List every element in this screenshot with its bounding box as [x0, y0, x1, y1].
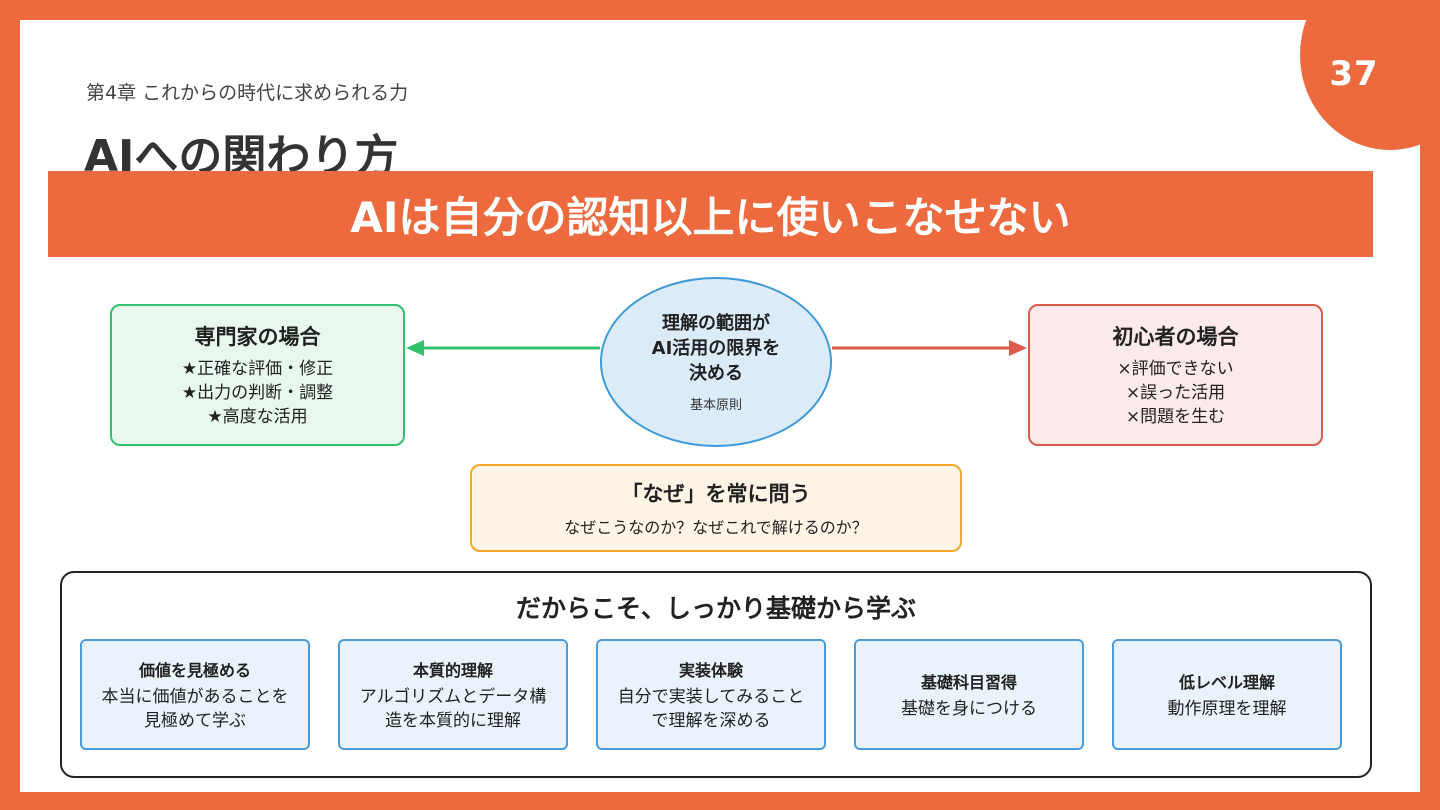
novice-case-card: 初心者の場合 ×評価できない ×誤った活用 ×問題を生む [1028, 304, 1323, 446]
basics-item-desc: アルゴリズムとデータ構 [359, 686, 547, 707]
principle-line: 決める [689, 363, 743, 384]
basics-item-title: 基礎科目習得 [920, 672, 1017, 692]
basics-section: だからこそ、しっかり基礎から学ぶ 価値を見極める 本当に価値があることを 見極め… [60, 571, 1372, 778]
basics-item-desc: 自分で実装してみること [617, 686, 805, 707]
expert-case-card: 専門家の場合 ★正確な評価・修正 ★出力の判断・調整 ★高度な活用 [110, 304, 405, 446]
expert-point: ★出力の判断・調整 [181, 383, 334, 403]
page-number: 37 [1329, 54, 1379, 94]
basics-item-desc: 基礎を身につける [901, 698, 1037, 719]
basics-heading: だからこそ、しっかり基礎から学ぶ [515, 594, 916, 623]
principle-ellipse: 理解の範囲が AI活用の限界を 決める 基本原則 [600, 277, 832, 447]
basics-item-desc: 見極めて学ぶ [144, 710, 246, 731]
novice-heading: 初心者の場合 [1112, 325, 1239, 349]
basics-item-desc: 本当に価値があることを [101, 686, 289, 707]
ask-why-heading: 「なぜ」を常に問う [621, 482, 811, 506]
basics-item-fundamentals: 基礎科目習得 基礎を身につける [854, 639, 1084, 750]
key-message-banner: AIは自分の認知以上に使いこなせない [48, 171, 1373, 257]
basics-item-desc: 動作原理を理解 [1167, 698, 1287, 719]
principle-line: AI活用の限界を [651, 338, 781, 359]
basics-item-implementation: 実装体験 自分で実装してみること で理解を深める [596, 639, 826, 750]
basics-item-title: 本質的理解 [412, 660, 493, 680]
basics-item-title: 実装体験 [678, 660, 743, 680]
basics-item-low-level: 低レベル理解 動作原理を理解 [1112, 639, 1342, 750]
expert-heading: 専門家の場合 [194, 325, 321, 349]
ask-why-sub: なぜこうなのか？なぜこれで解けるのか？ [564, 518, 868, 537]
arrow-head-left [406, 340, 424, 356]
basics-item-desc: で理解を深める [651, 710, 771, 731]
basics-item-title: 価値を見極める [138, 660, 251, 680]
basics-item-desc: 造を本質的に理解 [385, 710, 521, 731]
novice-point: ×問題を生む [1125, 407, 1226, 427]
arrow-head-right [1009, 340, 1027, 356]
basics-item-value: 価値を見極める 本当に価値があることを 見極めて学ぶ [80, 639, 310, 750]
basics-item-essence: 本質的理解 アルゴリズムとデータ構 造を本質的に理解 [338, 639, 568, 750]
ask-why-box: 「なぜ」を常に問う なぜこうなのか？なぜこれで解けるのか？ [470, 464, 962, 552]
expert-point: ★正確な評価・修正 [181, 359, 334, 379]
basics-item-title: 低レベル理解 [1178, 672, 1275, 692]
principle-line: 理解の範囲が [662, 313, 770, 334]
principle-sub: 基本原則 [689, 398, 742, 413]
expert-point: ★高度な活用 [207, 407, 308, 427]
chapter-label: 第4章 これからの時代に求められる力 [86, 82, 409, 104]
novice-point: ×評価できない [1117, 359, 1234, 379]
novice-point: ×誤った活用 [1125, 383, 1226, 403]
